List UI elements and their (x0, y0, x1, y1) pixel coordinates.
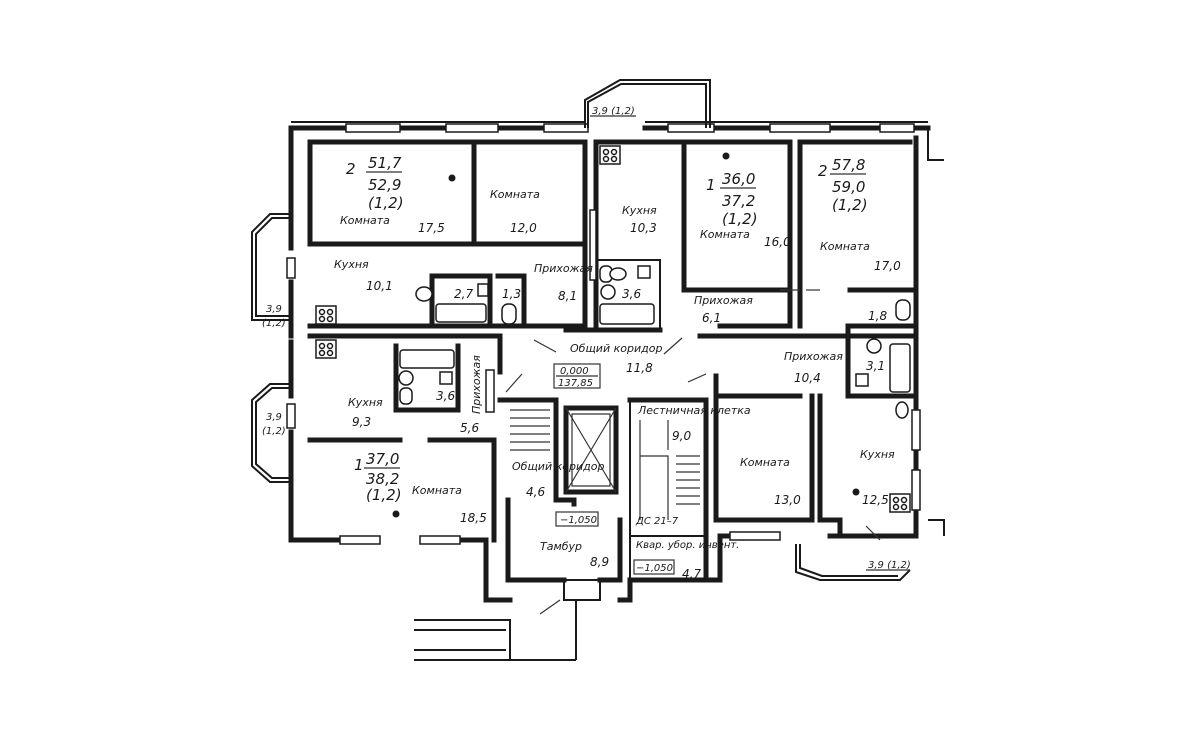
room-area: 16,0 (764, 235, 791, 249)
stairs (510, 407, 700, 520)
room-label: Общий коридор (512, 460, 604, 473)
svg-text:36,0: 36,0 (722, 170, 755, 188)
room-area: 1,3 (502, 287, 521, 301)
entrance (414, 579, 601, 661)
room-area: 12,5 (862, 493, 889, 507)
svg-text:(1,2): (1,2) (262, 426, 286, 437)
svg-text:3,9 (1,2): 3,9 (1,2) (868, 560, 911, 571)
level-vestibule: −1,050 (560, 515, 597, 526)
balconies (251, 79, 911, 581)
room-area: 2,7 (454, 287, 473, 301)
level-abs: 137,85 (558, 378, 593, 389)
center-dot (448, 174, 456, 182)
room-label: Кухня (334, 258, 369, 271)
room-area: 11,8 (626, 361, 653, 375)
room-area: 10,1 (366, 279, 393, 293)
room-area: 10,4 (794, 371, 821, 385)
apartment-nw-badge: 2 51,7 52,9 (1,2) (346, 154, 404, 212)
room-area: 17,5 (418, 221, 445, 235)
level-storage: −1,050 (636, 563, 673, 574)
room-label: Общий коридор (570, 342, 662, 355)
room-area: 1,8 (868, 309, 887, 323)
svg-text:3,9: 3,9 (266, 412, 282, 423)
room-area: 3,6 (622, 287, 641, 301)
svg-text:(1,2): (1,2) (722, 210, 758, 228)
room-labels: Комната 17,5 Комната 12,0 Кухня 10,1 2,7… (334, 188, 901, 581)
room-label: Кухня (860, 448, 895, 461)
stair-mark: ДС 21–7 (635, 516, 679, 527)
room-label: Квар. убор. инвент. (636, 539, 739, 551)
svg-text:1: 1 (706, 176, 716, 194)
svg-text:(1,2): (1,2) (262, 318, 286, 329)
room-area: 17,0 (874, 259, 901, 273)
svg-text:3,9 (1,2): 3,9 (1,2) (592, 106, 635, 117)
windows (286, 123, 921, 545)
room-label: Прихожая (470, 355, 483, 414)
room-label: Комната (700, 228, 750, 241)
level-marks: 0,000 137,85 −1,050 −1,050 ДС 21–7 (553, 363, 679, 575)
room-label: Прихожая (534, 262, 593, 275)
svg-text:57,8: 57,8 (832, 156, 865, 174)
room-area: 6,1 (702, 311, 721, 325)
room-label: Прихожая (694, 294, 753, 307)
svg-text:59,0: 59,0 (832, 178, 865, 196)
room-label: Комната (490, 188, 540, 201)
room-label: Тамбур (540, 540, 582, 553)
room-area: 4,6 (526, 485, 545, 499)
svg-text:51,7: 51,7 (368, 154, 402, 172)
room-area: 8,9 (590, 555, 609, 569)
svg-text:2: 2 (346, 160, 356, 178)
svg-text:37,2: 37,2 (722, 192, 755, 210)
room-area: 13,0 (774, 493, 801, 507)
room-area: 3,1 (866, 359, 885, 373)
room-area: 18,5 (460, 511, 487, 525)
apartment-ne-badge: 2 57,8 59,0 (1,2) (818, 156, 868, 214)
room-label: Комната (740, 456, 790, 469)
room-label: Кухня (348, 396, 383, 409)
room-area: 3,6 (436, 389, 455, 403)
svg-text:2: 2 (818, 162, 828, 180)
room-label: Кухня (622, 204, 657, 217)
door-swings (505, 289, 881, 541)
center-dot (852, 488, 860, 496)
svg-text:1: 1 (354, 456, 364, 474)
svg-text:(1,2): (1,2) (368, 194, 404, 212)
room-area: 9,0 (672, 429, 691, 443)
svg-text:37,0: 37,0 (366, 450, 399, 468)
room-label: Комната (340, 214, 390, 227)
interior-walls (307, 139, 919, 583)
level-main: 0,000 (560, 366, 589, 377)
balcony-labels: 3,9 (1,2) 3,9 (1,2) 3,9 (1,2) 3,9 (1,2) (262, 106, 911, 571)
fixtures (315, 145, 911, 513)
room-label: Прихожая (784, 350, 843, 363)
apartment-n-badge: 1 36,0 37,2 (1,2) (706, 170, 758, 228)
svg-text:38,2: 38,2 (366, 470, 399, 488)
room-area: 10,3 (630, 221, 657, 235)
center-dot (392, 510, 400, 518)
room-area: 12,0 (510, 221, 537, 235)
room-area: 9,3 (352, 415, 371, 429)
room-area: 5,6 (460, 421, 479, 435)
room-label: Комната (412, 484, 462, 497)
apartment-sw-badge: 1 37,0 38,2 (1,2) (354, 450, 402, 504)
room-area: 8,1 (558, 289, 577, 303)
svg-text:3,9: 3,9 (266, 304, 282, 315)
svg-text:(1,2): (1,2) (366, 486, 402, 504)
room-label: Комната (820, 240, 870, 253)
svg-text:52,9: 52,9 (368, 176, 401, 194)
room-area: 4,7 (682, 567, 701, 581)
center-dot (722, 152, 730, 160)
svg-text:(1,2): (1,2) (832, 196, 868, 214)
room-label: Лестничная клетка (637, 404, 751, 417)
